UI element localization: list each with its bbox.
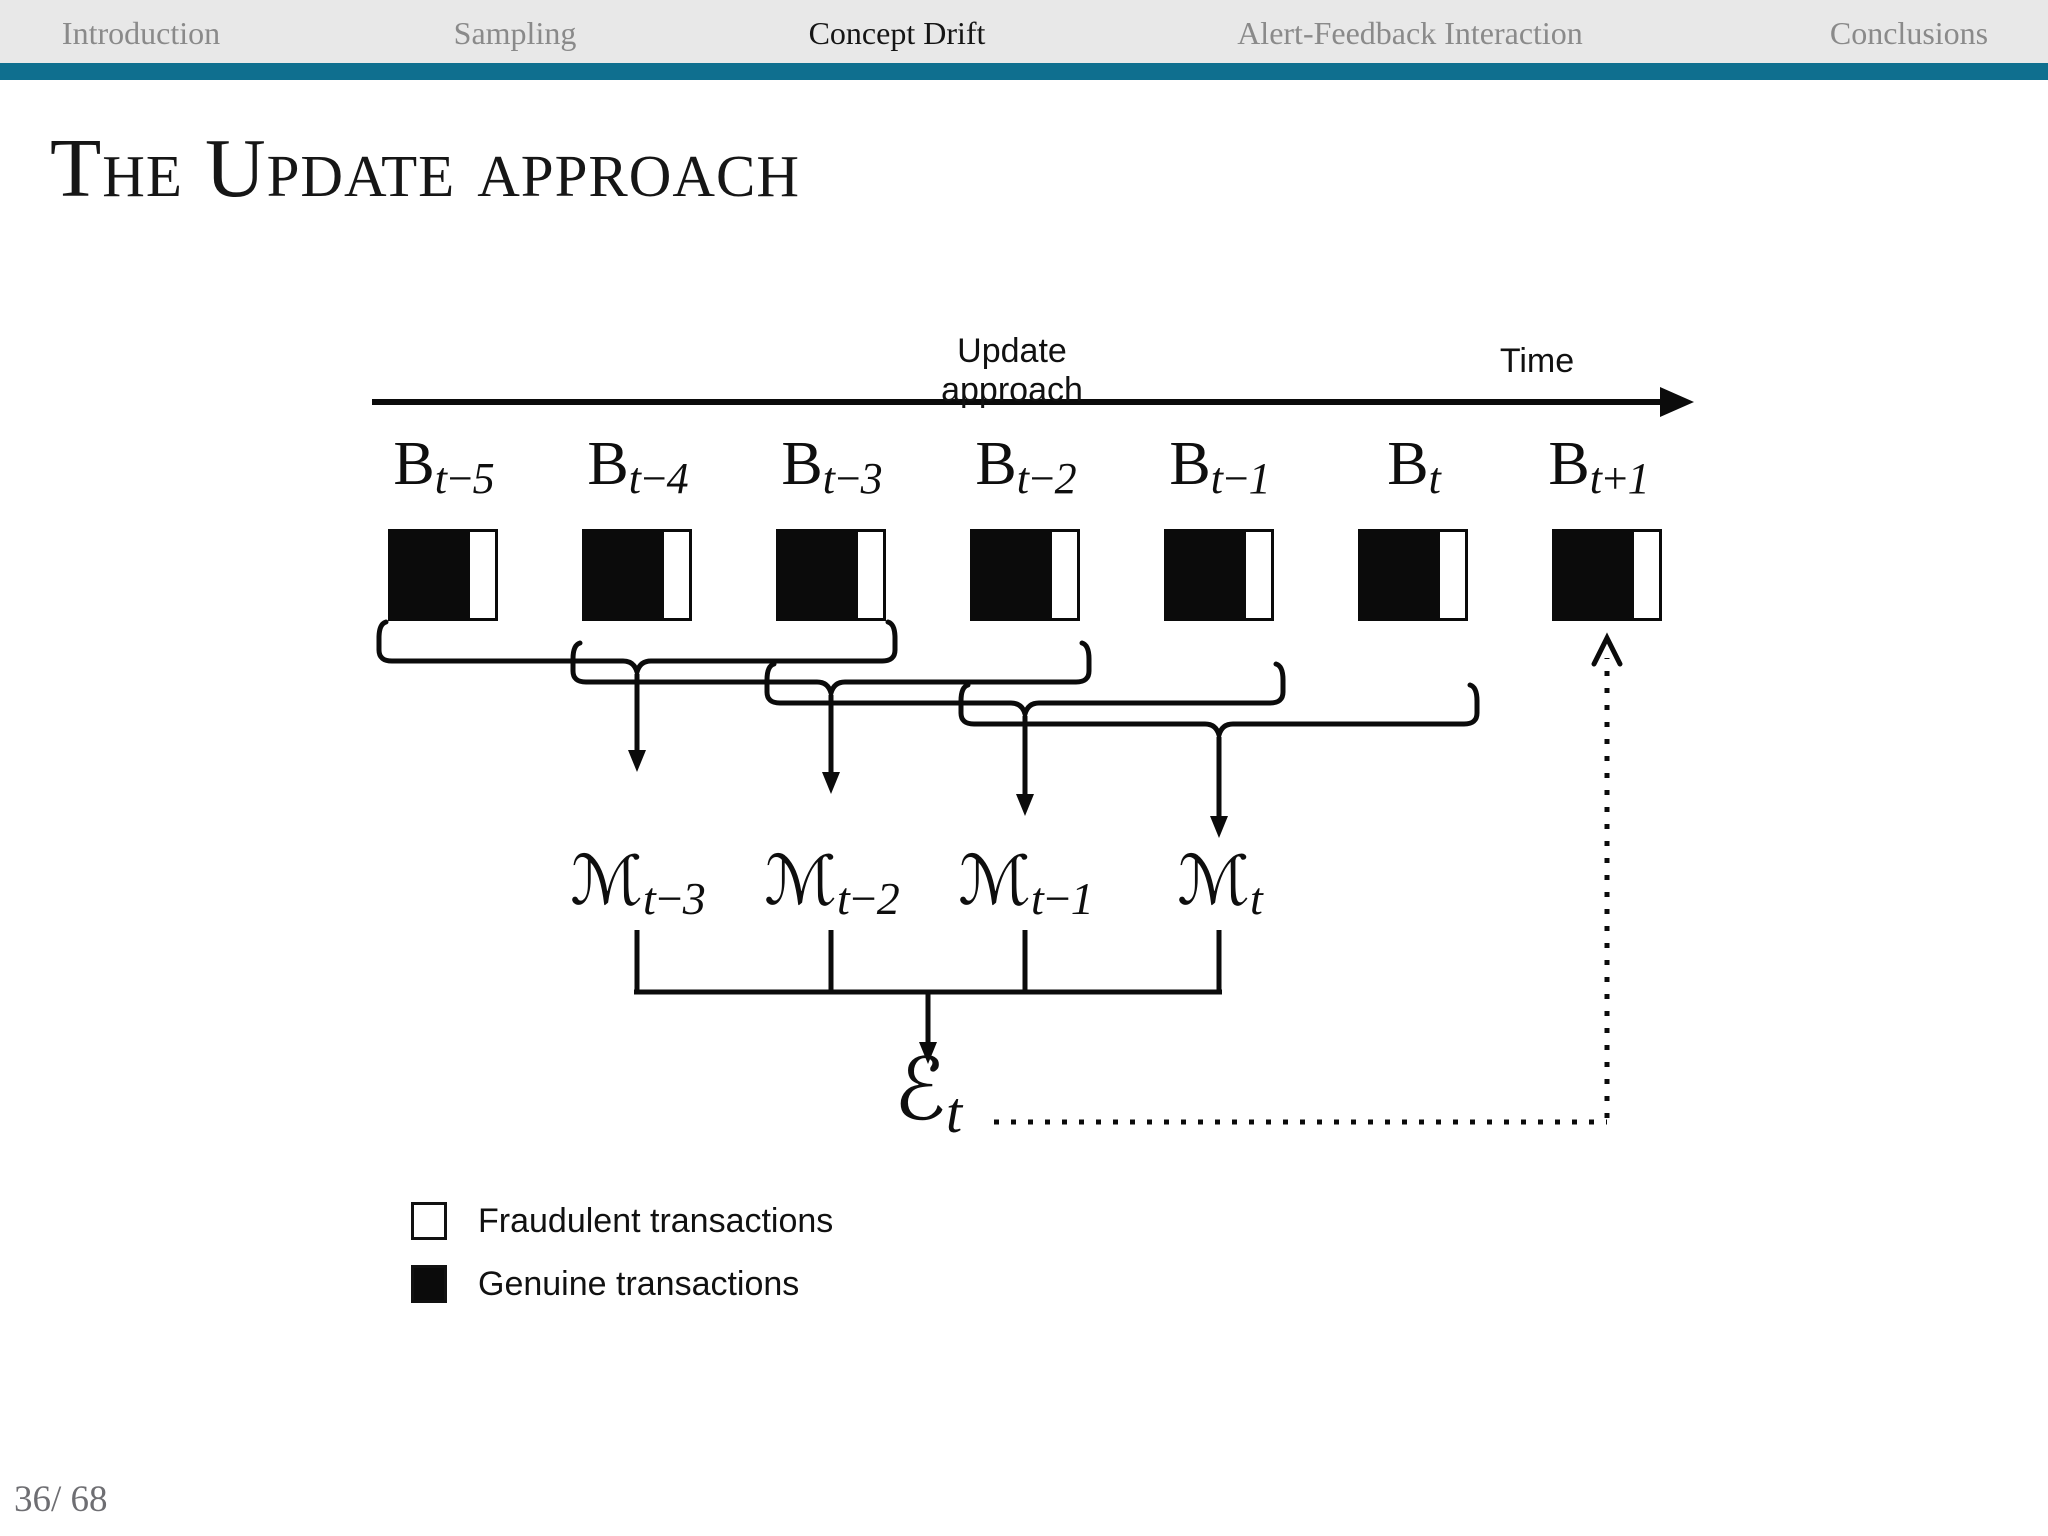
time-label: Time — [1499, 342, 1575, 380]
batch-box-t — [1358, 529, 1468, 621]
batch-label-t-4: Bt−4 — [587, 430, 688, 503]
flow-label: Update approach — [941, 332, 1083, 409]
batch-label-t: Bt — [1387, 430, 1441, 503]
batch-box-t-1 — [1164, 529, 1274, 621]
page-number: 36/ 68 — [14, 1479, 108, 1520]
legend-item-genuine: Genuine transactions — [411, 1262, 799, 1306]
legend-swatch-genuine — [411, 1265, 447, 1303]
genuine-fill — [973, 532, 1053, 618]
timeline-arrow — [372, 387, 1694, 417]
legend-label-fraudulent: Fraudulent transactions — [478, 1201, 834, 1240]
batch-box-t-4 — [582, 529, 692, 621]
legend-item-fraudulent: Fraudulent transactions — [411, 1199, 833, 1243]
batch-box-t-5 — [388, 529, 498, 621]
arrow-to-model-t-3 — [628, 674, 646, 772]
batch-box-t-2 — [970, 529, 1080, 621]
batch-label-t+1: Bt+1 — [1548, 430, 1649, 503]
nav-bar: Introduction Sampling Concept Drift Aler… — [0, 0, 2048, 63]
ensemble-label: ℰt — [893, 1040, 963, 1145]
brace-model-t-2 — [570, 640, 1092, 703]
batch-box-t-3 — [776, 529, 886, 621]
brace-model-t-3 — [376, 619, 898, 682]
nav-item-concept-drift[interactable]: Concept Drift — [808, 15, 986, 51]
model-label-t-1: ℳt−1 — [958, 842, 1094, 925]
batch-label-t-3: Bt−3 — [781, 430, 882, 503]
brace-model-t-1 — [764, 661, 1286, 724]
genuine-fill — [585, 532, 665, 618]
nav-item-introduction[interactable]: Introduction — [61, 15, 221, 51]
arrow-to-model-t-1 — [1016, 716, 1034, 816]
genuine-fill — [391, 532, 471, 618]
genuine-fill — [1555, 532, 1635, 618]
model-label-t: ℳt — [1177, 842, 1262, 925]
nav-item-conclusions[interactable]: Conclusions — [1829, 15, 1989, 51]
feedback-arrowhead — [1591, 632, 1623, 667]
brace-model-t — [958, 682, 1480, 745]
legend-swatch-fraudulent — [411, 1202, 447, 1240]
ensemble-arrow — [919, 992, 937, 1064]
model-label-t-3: ℳt−3 — [570, 842, 706, 925]
batch-label-t-5: Bt−5 — [393, 430, 494, 503]
accent-bar — [0, 63, 2048, 80]
batch-label-t-1: Bt−1 — [1169, 430, 1270, 503]
genuine-fill — [779, 532, 859, 618]
batch-box-t+1 — [1552, 529, 1662, 621]
page-title: The Update approach — [50, 122, 800, 215]
arrow-to-model-t — [1210, 737, 1228, 838]
nav-item-alert-feedback-interaction[interactable]: Alert-Feedback Interaction — [1237, 15, 1583, 51]
genuine-fill — [1167, 532, 1247, 618]
legend-label-genuine: Genuine transactions — [478, 1264, 800, 1303]
model-label-t-2: ℳt−2 — [764, 842, 900, 925]
genuine-fill — [1361, 532, 1441, 618]
arrow-to-model-t-2 — [822, 695, 840, 794]
batch-label-t-2: Bt−2 — [975, 430, 1076, 503]
nav-item-sampling[interactable]: Sampling — [453, 15, 577, 51]
ensemble-bracket — [634, 930, 1222, 995]
